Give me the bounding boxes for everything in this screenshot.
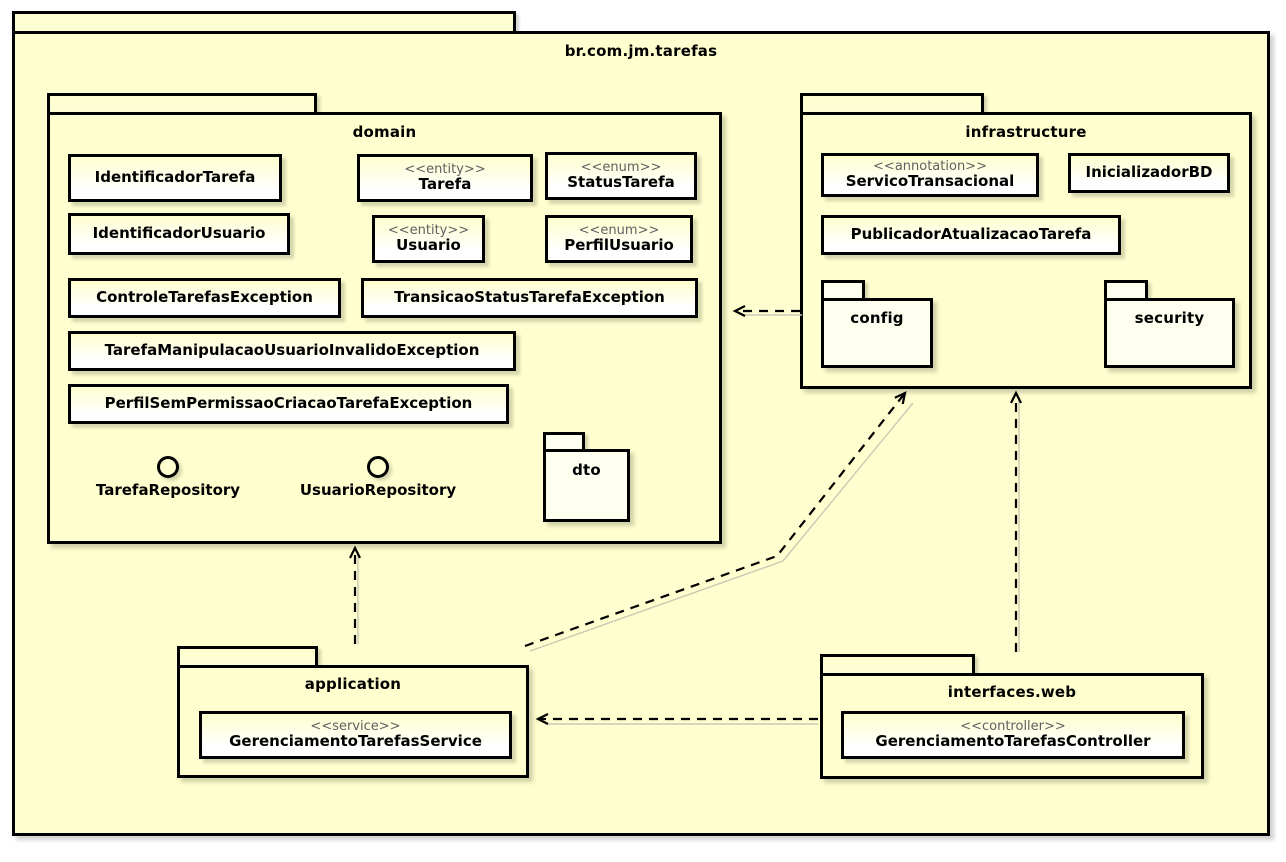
class-identificador-usuario[interactable]: IdentificadorUsuario (68, 213, 290, 255)
package-body-config (821, 298, 933, 368)
class-servico-transacional[interactable]: <<annotation>> ServicoTransacional (821, 153, 1039, 197)
class-name: ServicoTransacional (845, 171, 1015, 190)
class-name: InicializadorBD (1085, 163, 1213, 182)
class-name: Usuario (396, 235, 461, 254)
class-identificador-tarefa[interactable]: IdentificadorTarefa (68, 154, 282, 202)
package-title-root: br.com.jm.tarefas (564, 42, 718, 60)
package-tab-root (12, 11, 516, 33)
class-stereotype: <<enum>> (578, 223, 660, 239)
package-title-infrastructure: infrastructure (965, 123, 1087, 141)
package-tab-domain (47, 93, 317, 114)
package-title-interfaces-web: interfaces.web (947, 683, 1077, 701)
class-stereotype: <<entity>> (387, 223, 470, 239)
class-inicializador-bd[interactable]: InicializadorBD (1068, 153, 1230, 193)
package-title-domain: domain (352, 123, 417, 141)
package-title-application: application (304, 675, 402, 693)
class-perfil-sem-permissao-criacao-tarefa-exception[interactable]: PerfilSemPermissaoCriacaoTarefaException (68, 384, 509, 424)
class-name: GerenciamentoTarefasService (229, 731, 482, 750)
class-stereotype: <<service>> (310, 719, 401, 735)
interface-label: TarefaRepository (95, 481, 241, 499)
class-controle-tarefas-exception[interactable]: ControleTarefasException (68, 278, 341, 318)
class-name: IdentificadorUsuario (92, 224, 266, 243)
class-publicador-atualizacao-tarefa[interactable]: PublicadorAtualizacaoTarefa (821, 215, 1121, 255)
package-body-dto (543, 449, 630, 522)
class-stereotype: <<controller>> (960, 719, 1066, 735)
class-stereotype: <<annotation>> (873, 159, 987, 175)
class-name: StatusTarefa (567, 172, 675, 191)
class-gerenciamento-tarefas-controller[interactable]: <<controller>> GerenciamentoTarefasContr… (841, 711, 1185, 759)
class-name: PerfilUsuario (564, 235, 674, 254)
class-perfil-usuario[interactable]: <<enum>> PerfilUsuario (545, 215, 693, 263)
interface-label: UsuarioRepository (299, 481, 457, 499)
interface-usuario-repository[interactable]: UsuarioRepository (296, 456, 460, 499)
class-name: TransicaoStatusTarefaException (394, 288, 665, 307)
class-transicao-status-tarefa-exception[interactable]: TransicaoStatusTarefaException (361, 278, 698, 318)
class-stereotype: <<enum>> (580, 160, 662, 176)
class-name: PublicadorAtualizacaoTarefa (850, 225, 1092, 244)
class-tarefa[interactable]: <<entity>> Tarefa (357, 154, 533, 202)
class-tarefa-manipulacao-usuario-invalido-exception[interactable]: TarefaManipulacaoUsuarioInvalidoExceptio… (68, 331, 516, 371)
class-name: IdentificadorTarefa (94, 168, 256, 187)
package-tab-interfaces-web (820, 654, 975, 675)
class-usuario[interactable]: <<entity>> Usuario (372, 215, 485, 263)
class-status-tarefa[interactable]: <<enum>> StatusTarefa (545, 152, 697, 200)
package-title-dto: dto (572, 461, 601, 479)
package-tab-security (1104, 280, 1148, 299)
package-title-security: security (1134, 309, 1205, 327)
class-name: GerenciamentoTarefasController (875, 731, 1151, 750)
class-stereotype: <<entity>> (404, 162, 486, 178)
package-tab-infrastructure (800, 93, 984, 114)
class-name: Tarefa (418, 174, 472, 193)
class-name: TarefaManipulacaoUsuarioInvalidoExceptio… (104, 341, 480, 360)
class-gerenciamento-tarefas-service[interactable]: <<service>> GerenciamentoTarefasService (199, 711, 512, 759)
interface-tarefa-repository[interactable]: TarefaRepository (88, 456, 248, 499)
package-body-security (1104, 298, 1235, 368)
class-name: ControleTarefasException (96, 288, 313, 307)
package-title-config: config (850, 309, 904, 327)
interface-circle-icon (367, 456, 389, 478)
class-name: PerfilSemPermissaoCriacaoTarefaException (104, 394, 473, 413)
interface-circle-icon (157, 456, 179, 478)
package-tab-config (821, 280, 865, 299)
package-tab-application (177, 646, 318, 667)
